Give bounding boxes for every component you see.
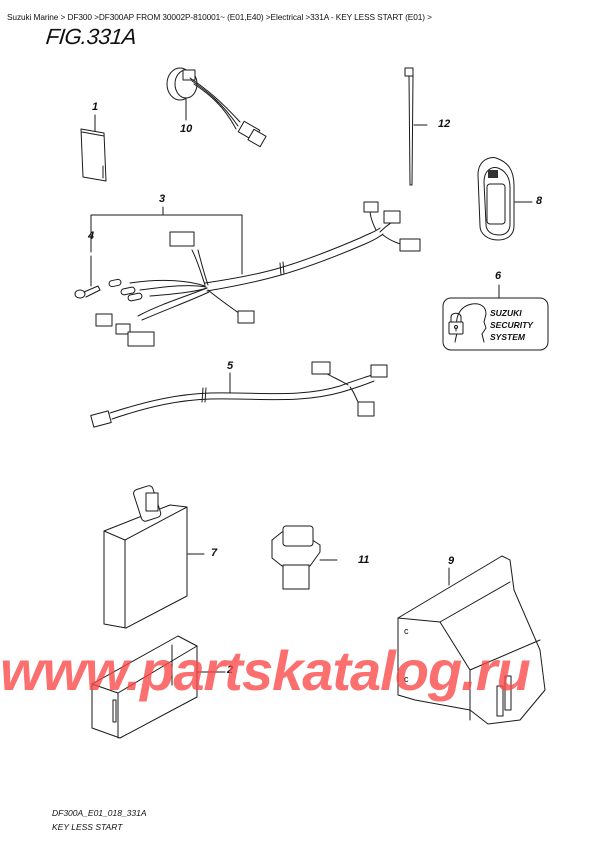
part-5-sub-harness[interactable] [90,361,388,428]
svg-text:SYSTEM: SYSTEM [490,332,526,342]
breadcrumb-separator: > [305,12,311,22]
part-3-wiring-harness[interactable] [90,201,421,347]
svg-text:c: c [404,674,409,684]
callout-1[interactable]: 1 [92,101,99,113]
breadcrumb-separator: > [60,12,66,22]
svg-text:c: c [404,626,409,636]
part-11-relay[interactable] [271,525,338,590]
callout-12[interactable]: 12 [438,118,451,130]
part-8-key-fob[interactable] [477,157,533,241]
part-6-security-label[interactable]: SUZUKI SECURITY SYSTEM [442,284,549,351]
callout-3[interactable]: 3 [159,193,166,205]
svg-text:SUZUKI: SUZUKI [490,308,522,318]
breadcrumb-separator: > [427,12,432,22]
part-12-cable-tie[interactable] [404,67,428,186]
breadcrumb-link-suzuki-marine[interactable]: Suzuki Marine [7,12,59,22]
part-10-antenna-coil[interactable] [166,67,267,148]
breadcrumb: Suzuki Marine > DF300 >DF300AP FROM 3000… [7,12,432,22]
callout-5[interactable]: 5 [227,360,234,372]
callout-6[interactable]: 6 [495,270,502,282]
callout-2[interactable]: 2 [227,664,234,676]
part-4-clip[interactable] [74,255,101,299]
breadcrumb-link-current[interactable]: 331A - KEY LESS START (E01) [310,12,425,22]
figure-code: DF300A_E01_018_331A [52,808,147,818]
callout-10[interactable]: 10 [180,123,193,135]
part-1-card[interactable] [80,114,107,182]
callout-9[interactable]: 9 [448,555,455,567]
watermark: www.partskatalog.ru [0,639,531,702]
part-9-bracket-cover[interactable]: c c [397,555,546,725]
breadcrumb-separator: > [94,12,99,22]
callout-11[interactable]: 11 [358,554,370,566]
svg-text:SECURITY: SECURITY [490,320,534,330]
callout-8[interactable]: 8 [536,195,543,207]
callout-7[interactable]: 7 [211,547,218,559]
figure-name: KEY LESS START [52,822,123,832]
breadcrumb-link-variant[interactable]: DF300AP FROM 30002P-810001~ (E01,E40) [98,12,264,22]
callout-4[interactable]: 4 [88,230,95,242]
breadcrumb-link-model[interactable]: DF300 [67,12,92,22]
part-2-ecu-case[interactable] [91,635,226,739]
breadcrumb-separator: > [265,12,271,22]
breadcrumb-link-category[interactable]: Electrical [270,12,304,22]
part-7-control-unit[interactable] [103,485,205,629]
